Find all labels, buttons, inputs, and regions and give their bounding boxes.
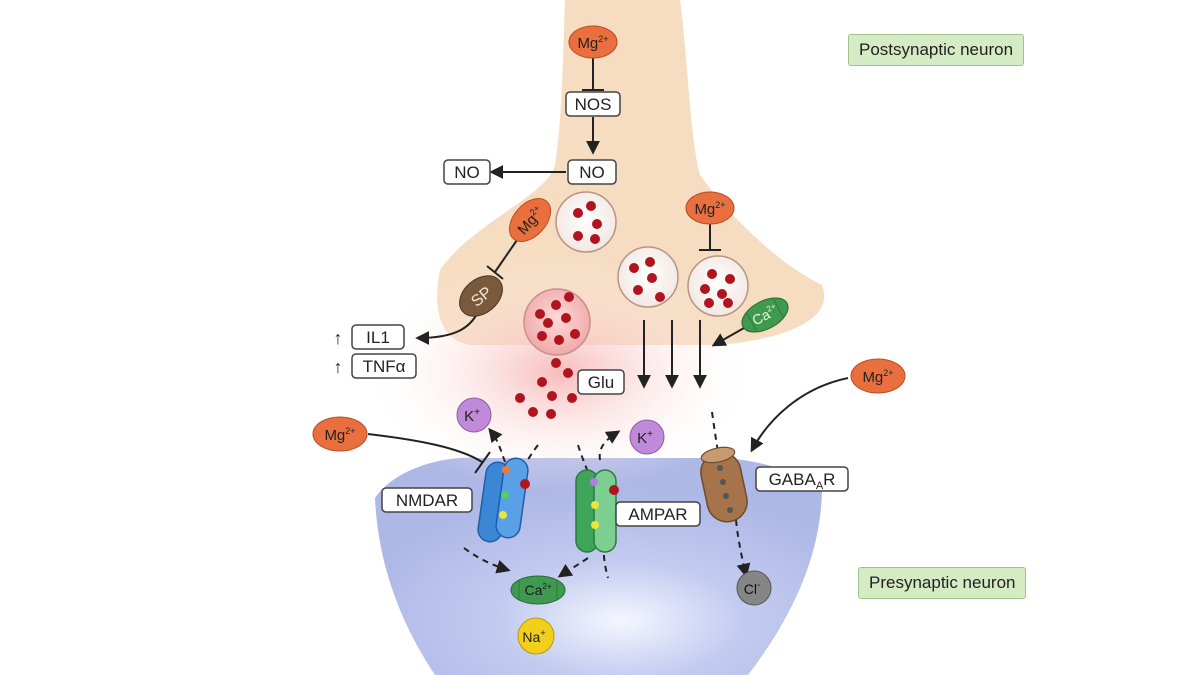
release-arrows [637,320,707,389]
glutamate-molecules [515,358,577,419]
nmdar-channel [477,457,530,543]
svg-text:NOS: NOS [575,95,612,114]
svg-text:AMPAR: AMPAR [628,505,687,524]
nos-pathway-lines [489,58,604,179]
svg-text:NO: NO [579,163,605,182]
svg-text:Na+: Na+ [522,628,545,645]
svg-text:NMDAR: NMDAR [396,491,458,510]
gabaar-box: GABAAR [755,466,849,492]
mg-inhibit-sp-line [486,239,518,280]
ca-ion-vesicle: Ca2+ [741,297,789,333]
mg-ion-sp: Mg2+ [508,198,552,242]
svg-text:K+: K+ [637,429,653,447]
mg-ion-nmdar: Mg2+ [312,416,368,452]
mg-ion-vesicle: Mg2+ [685,191,735,225]
na-ion: Na+ [517,617,555,655]
svg-text:TNFα: TNFα [363,357,406,376]
svg-text:Mg2+: Mg2+ [694,200,725,218]
vesicle-fusing [523,288,591,356]
svg-text:Glu: Glu [588,373,614,392]
mg-inhibit-nmdar-line [367,433,491,474]
gabaar-channel [700,446,748,523]
sp-substance-p: SP [459,275,503,317]
mg-ion-top: Mg2+ [568,25,618,59]
mg-inhibit-vesicle-line [699,222,721,251]
ca-ion-inside: Ca2+ [510,575,566,605]
no-outer-box: NO [443,159,491,185]
vesicle-right [687,255,749,317]
no-inner-box: NO [567,159,617,185]
nmdar-box: NMDAR [381,487,473,513]
ca-to-release-arrow [711,327,745,347]
svg-text:↑: ↑ [334,357,343,377]
nos-box: NOS [565,91,621,117]
k-ion-left: K+ [456,397,492,433]
tnf-box: ↑ TNFα [334,353,417,379]
svg-text:Mg2+: Mg2+ [862,368,893,386]
vesicle-middle [617,246,679,308]
svg-text:IL1: IL1 [366,328,390,347]
svg-text:Ca2+: Ca2+ [524,582,551,598]
svg-text:↑: ↑ [334,328,343,348]
ampar-channel [575,469,619,553]
k-ion-right: K+ [629,419,665,455]
il1-box: ↑ IL1 [334,324,405,350]
mg-to-gabaar-arrow [750,377,849,453]
glu-box: Glu [577,369,625,395]
vesicle-top [555,191,617,253]
svg-text:GABAAR: GABAAR [769,470,836,492]
mg-ion-gabaar: Mg2+ [850,358,906,394]
svg-text:Mg2+: Mg2+ [577,34,608,52]
svg-text:Cl-: Cl- [744,580,761,597]
svg-text:Mg2+: Mg2+ [324,426,355,444]
ampar-box: AMPAR [615,501,701,527]
presynaptic-neuron-label: Presynaptic neuron [858,567,1027,599]
cl-ion: Cl- [736,570,772,606]
svg-text:NO: NO [454,163,480,182]
postsynaptic-neuron-label: Postsynaptic neuron [848,34,1025,66]
svg-text:K+: K+ [464,407,480,425]
svg-text:Ca2+: Ca2+ [749,301,781,328]
